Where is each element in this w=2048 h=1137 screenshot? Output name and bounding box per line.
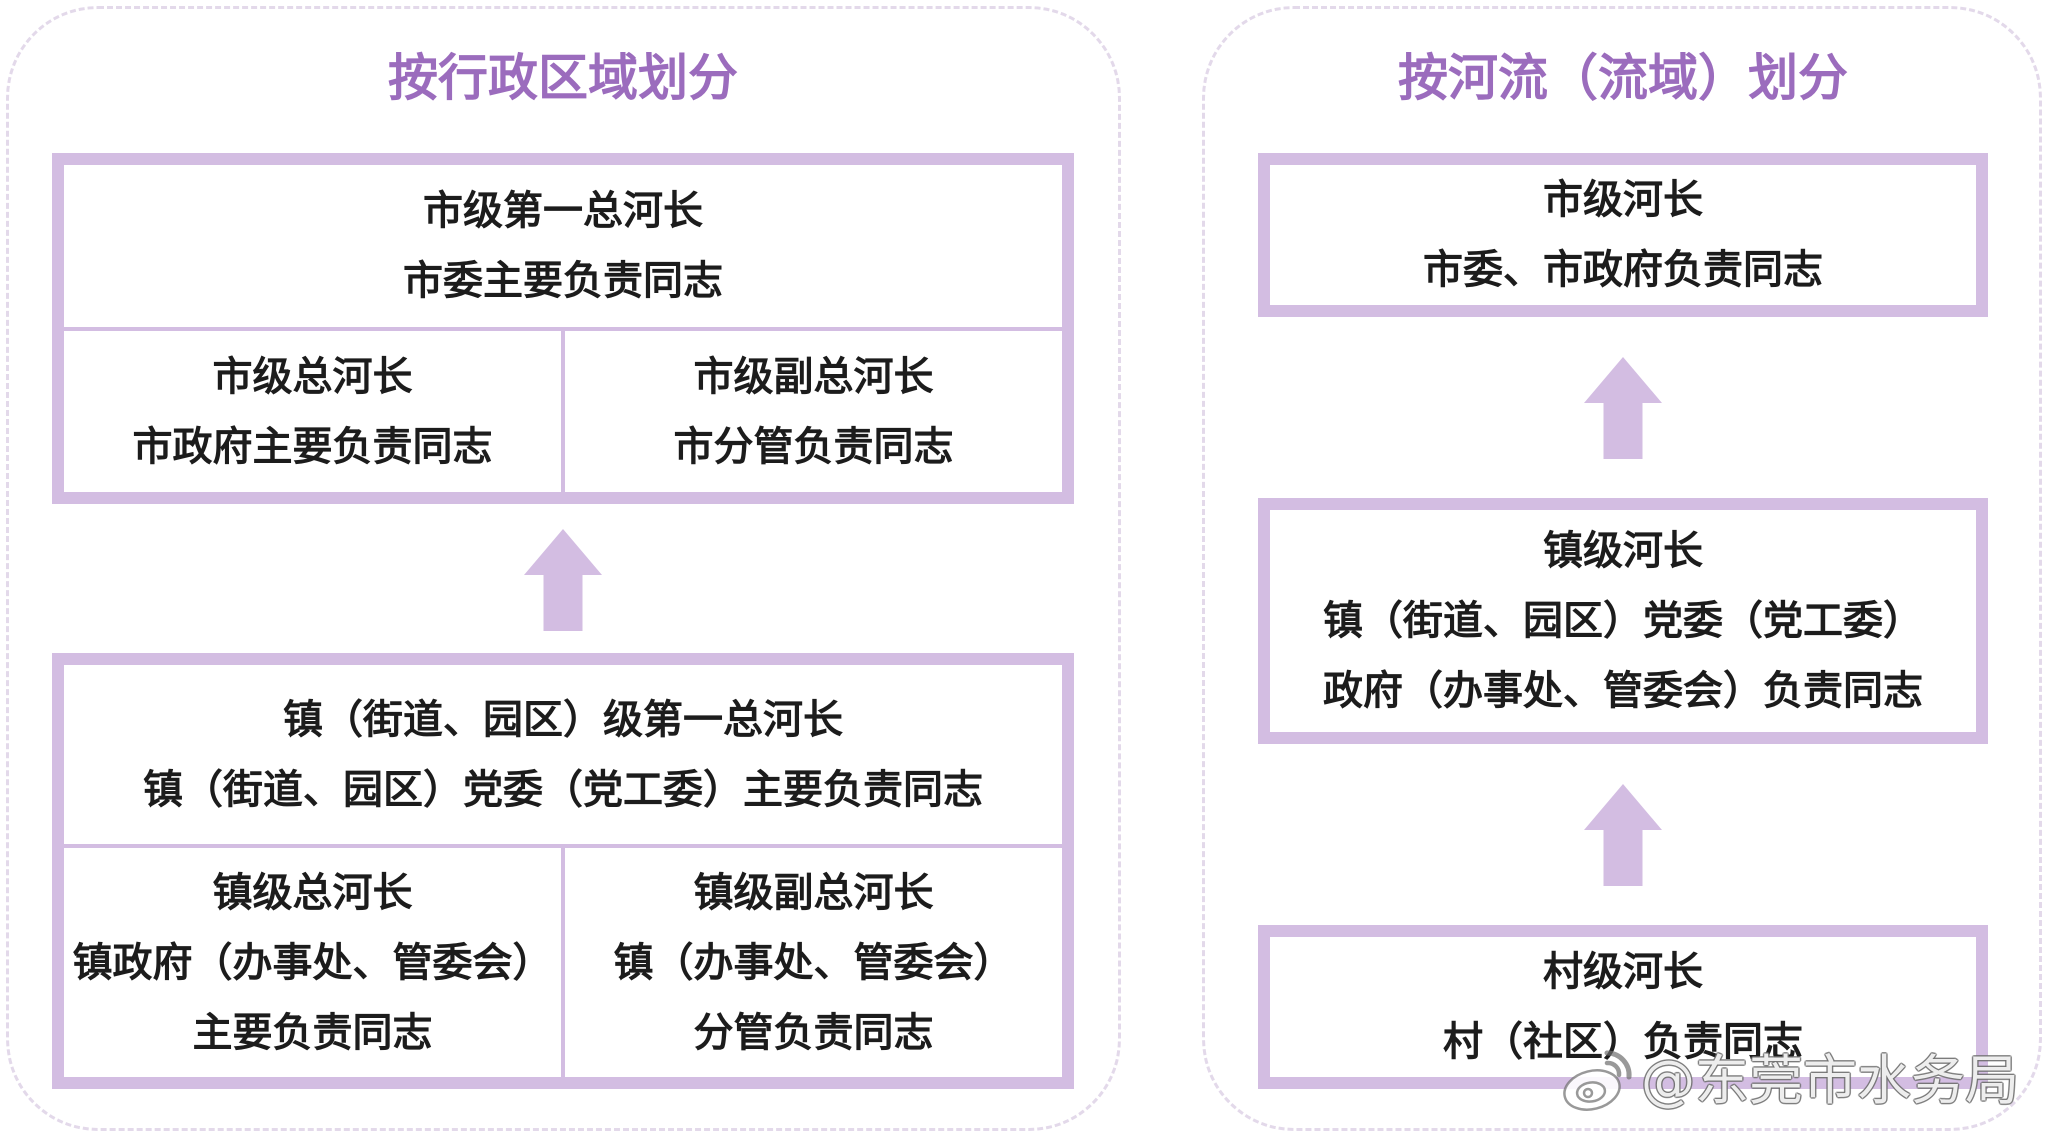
watermark-text: @东莞市水务局 (1641, 1049, 2019, 1112)
role-desc: 市政府主要负责同志 (132, 423, 493, 470)
role-desc: 市委主要负责同志 (403, 258, 723, 304)
role-desc-line: 市委、市政府负责同志 (1423, 247, 1823, 293)
weibo-logo-icon (1563, 1050, 1632, 1111)
town-deputy-chief-cell: 镇级副总河长 镇（办事处、管委会） 分管负责同志 (565, 848, 1062, 1077)
up-arrow-icon (1584, 357, 1662, 459)
role-title: 村级河长 (1543, 949, 1703, 995)
city-chief-cell: 市级总河长 市政府主要负责同志 (64, 331, 561, 492)
role-title: 市级第一总河长 (423, 188, 703, 234)
row-divider (64, 327, 1062, 331)
column-divider (561, 848, 565, 1077)
role-title: 市级河长 (1543, 177, 1703, 223)
river-basin-division-panel (1202, 6, 2042, 1131)
town-river-chief-cell: 镇级河长 镇（街道、园区）党委（党工委） 政府（办事处、管委会）负责同志 (1270, 510, 1976, 732)
town-chief-cell: 镇级总河长 镇政府（办事处、管委会） 主要负责同志 (64, 848, 561, 1077)
column-divider (561, 331, 565, 492)
row-divider (64, 844, 1062, 848)
role-desc-line: 政府（办事处、管委会）负责同志 (1323, 668, 1923, 714)
up-arrow-icon (1584, 784, 1662, 886)
role-desc-line: 主要负责同志 (192, 1009, 433, 1056)
up-arrow-icon (524, 529, 602, 631)
administrative-division-title: 按行政区域划分 (388, 49, 738, 107)
administrative-division-panel (6, 6, 1121, 1131)
river-basin-division-title: 按河流（流域）划分 (1398, 49, 1848, 107)
town-first-chief-cell: 镇（街道、园区）级第一总河长 镇（街道、园区）党委（党工委）主要负责同志 (64, 665, 1062, 844)
river-village-level-box: 村级河长 村（社区）负责同志 (1258, 925, 1988, 1089)
role-desc: 市分管负责同志 (673, 423, 954, 470)
role-title: 镇级河长 (1543, 528, 1703, 574)
role-desc: 镇（街道、园区）党委（党工委）主要负责同志 (143, 766, 983, 813)
role-title: 镇级总河长 (212, 869, 413, 916)
city-first-chief-cell: 市级第一总河长 市委主要负责同志 (64, 165, 1062, 327)
river-town-level-box: 镇级河长 镇（街道、园区）党委（党工委） 政府（办事处、管委会）负责同志 (1258, 498, 1988, 744)
role-title: 市级总河长 (212, 353, 413, 400)
role-title: 镇级副总河长 (693, 869, 934, 916)
role-desc-line: 分管负责同志 (693, 1009, 934, 1056)
role-desc-line: 镇（街道、园区）党委（党工委） (1323, 598, 1923, 644)
city-deputy-chief-cell: 市级副总河长 市分管负责同志 (565, 331, 1062, 492)
city-level-box: 市级第一总河长 市委主要负责同志 市级总河长 市政府主要负责同志 市级副总河长 … (52, 153, 1074, 504)
city-river-chief-cell: 市级河长 市委、市政府负责同志 (1270, 165, 1976, 305)
village-river-chief-cell: 村级河长 村（社区）负责同志 (1270, 937, 1976, 1077)
role-title: 市级副总河长 (693, 353, 934, 400)
role-title: 镇（街道、园区）级第一总河长 (283, 696, 843, 743)
town-level-box: 镇（街道、园区）级第一总河长 镇（街道、园区）党委（党工委）主要负责同志 镇级总… (52, 653, 1074, 1089)
river-city-level-box: 市级河长 市委、市政府负责同志 (1258, 153, 1988, 317)
role-desc-line: 镇政府（办事处、管委会） (72, 939, 553, 986)
role-desc-line: 镇（办事处、管委会） (613, 939, 1014, 986)
